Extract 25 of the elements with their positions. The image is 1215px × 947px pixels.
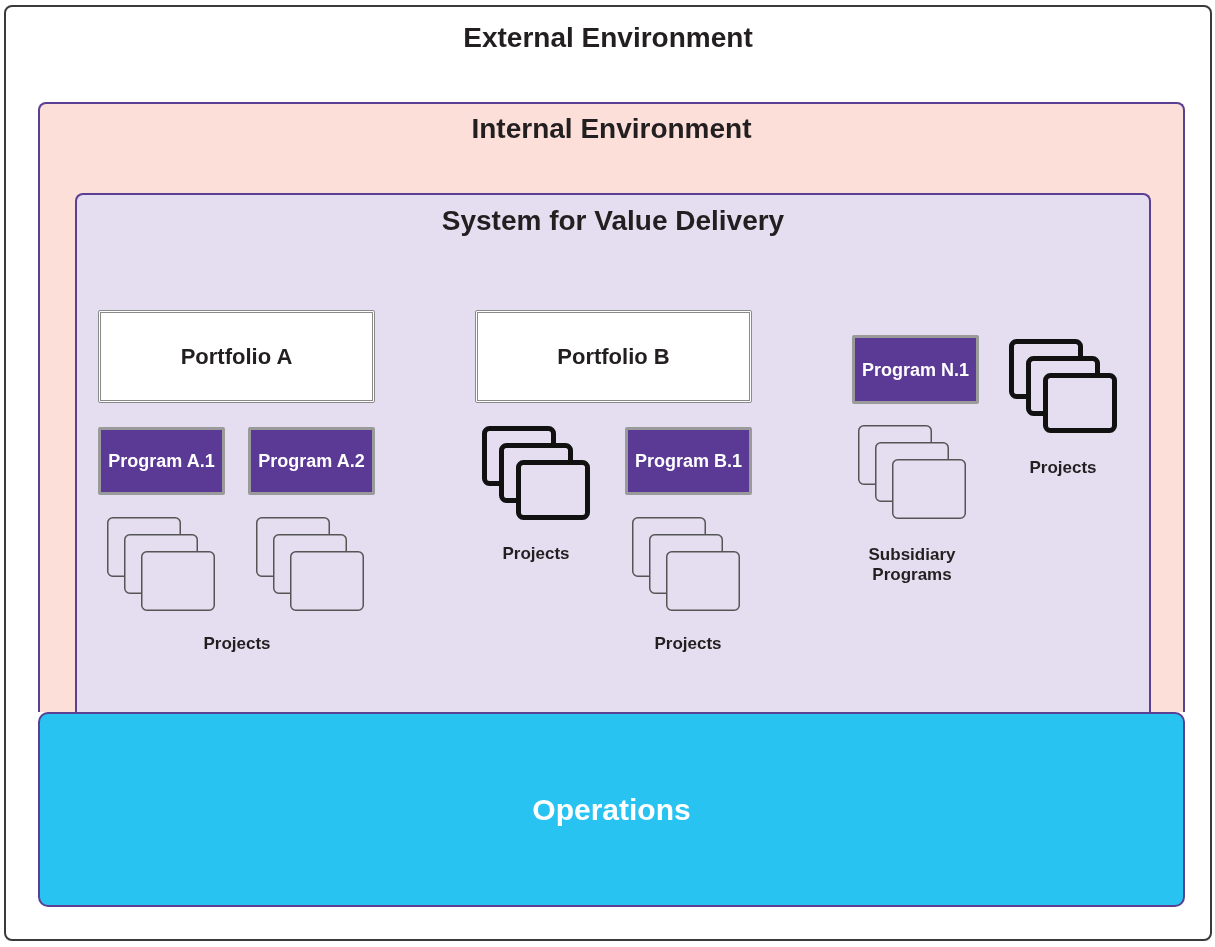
program-box (248, 427, 375, 495)
panel-title: Internal Environment (470, 113, 753, 146)
box-label: Program B.1 (633, 450, 743, 472)
program-box (625, 427, 752, 495)
box-label: Program A.1 (107, 450, 216, 472)
projects-caption: Projects (1028, 458, 1098, 479)
projects-caption: Projects (653, 634, 723, 655)
box-label: Program A.2 (257, 450, 366, 472)
environment-panel (38, 102, 1185, 712)
portfolio-box (98, 310, 375, 403)
projects-caption: Projects (202, 634, 272, 655)
program-box (852, 335, 979, 404)
projects-caption: Subsidiary Programs (867, 545, 957, 586)
environment-panel (4, 5, 1212, 941)
panel-title: System for Value Delivery (440, 205, 786, 238)
portfolio-box (475, 310, 752, 403)
projects-caption: Projects (501, 544, 571, 565)
box-label: Portfolio A (179, 343, 294, 370)
program-box (98, 427, 225, 495)
panel-title: External Environment (462, 22, 754, 55)
box-label: Program N.1 (860, 359, 970, 380)
system-panel (75, 193, 1151, 712)
operations-band (38, 712, 1185, 907)
box-label: Portfolio B (556, 343, 671, 370)
box-label: Operations (531, 792, 692, 827)
